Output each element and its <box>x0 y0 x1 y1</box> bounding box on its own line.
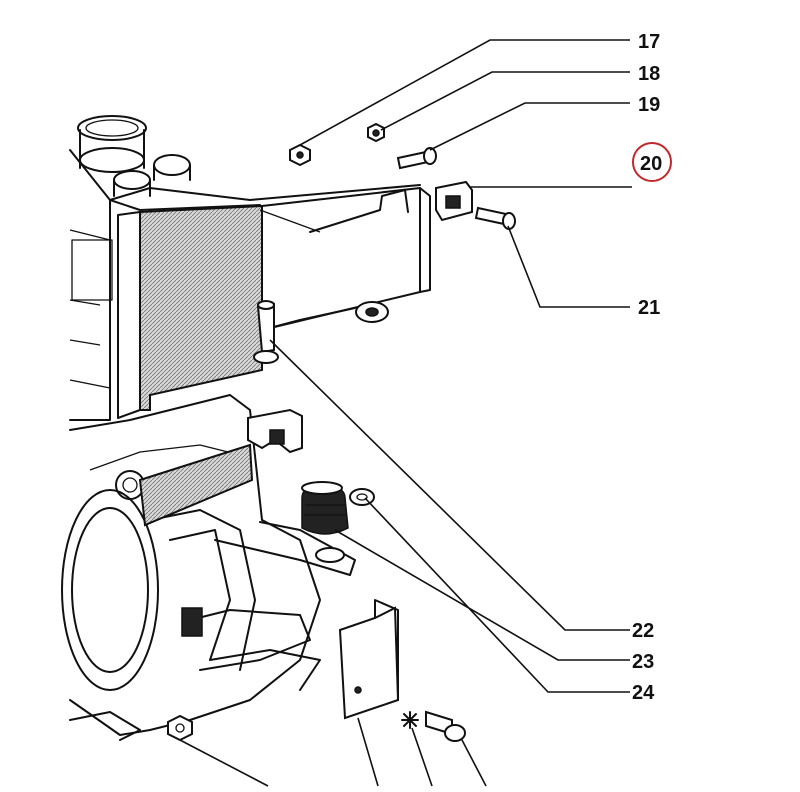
callout-23: 23 <box>632 651 654 673</box>
callout-20-highlight-circle <box>632 142 672 182</box>
callout-21: 21 <box>638 297 660 319</box>
leader-23 <box>334 529 630 661</box>
leader-22 <box>269 339 630 631</box>
callout-24: 24 <box>632 682 655 704</box>
leader-18 <box>380 71 630 131</box>
callout-18: 18 <box>638 63 660 85</box>
leader-21 <box>507 225 630 308</box>
callout-19: 19 <box>638 94 660 116</box>
callout-17: 17 <box>638 31 660 53</box>
leader-lines <box>179 39 632 787</box>
callout-22: 22 <box>632 620 654 642</box>
leader-bottom-1 <box>179 739 269 787</box>
leader-17 <box>299 39 630 146</box>
leader-24 <box>364 497 630 693</box>
leader-19 <box>429 102 630 151</box>
leader-bottom-3 <box>411 727 433 787</box>
leader-bottom-2 <box>357 717 379 787</box>
leader-bottom-4 <box>461 739 487 787</box>
hardware-parts <box>289 122 516 230</box>
engine-block-drawing <box>61 115 466 742</box>
callout-labels: 17 18 19 20 21 22 23 24 <box>632 31 672 704</box>
star-washer-drawing <box>401 711 419 729</box>
callout-20: 20 <box>640 153 662 175</box>
